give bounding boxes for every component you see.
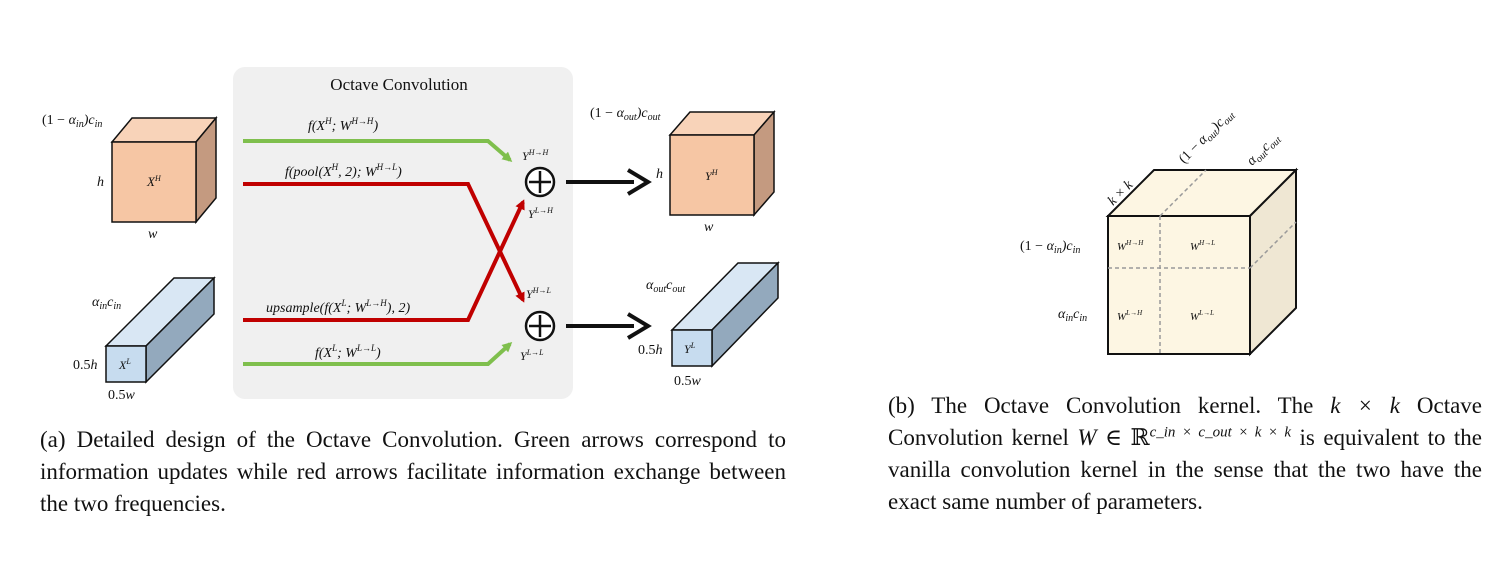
kernel-top-label-right: αoutcout	[1244, 130, 1284, 170]
output-low-width-label: 0.5w	[674, 374, 702, 389]
caption-b-part2: Octave Convolution kernel	[888, 393, 1483, 450]
input-high-cube	[110, 115, 218, 225]
kernel-top-label-left: (1 − αout)cout	[1176, 106, 1238, 168]
arrow-low-to-low	[243, 341, 513, 366]
input-low-width-label: 0.5w	[108, 388, 136, 403]
panel-b-diagram: WH→H WH→L WL→H WL→L (1 − αin)cin αincin …	[1020, 106, 1299, 357]
output-low-channel-label: αoutcout	[646, 278, 685, 295]
input-high-channel-label: (1 − αin)cin	[42, 113, 102, 130]
sum-top-node	[524, 166, 556, 198]
input-high-height-label: h	[97, 175, 104, 190]
octave-convolution-box	[233, 67, 573, 399]
sum-bottom-node	[524, 310, 556, 342]
output-high-channel-label: (1 − αout)cout	[590, 106, 661, 123]
input-low-channel-label: αincin	[92, 295, 121, 312]
output-high-cube	[668, 109, 776, 218]
kernel-side-label-bottom: αincin	[1058, 307, 1087, 324]
caption-b-part3: is equivalent to the vanilla convolution…	[888, 425, 1483, 514]
caption-panel-a: (a) Detailed design of the Octave Convol…	[40, 427, 786, 516]
input-high-width-label: w	[148, 227, 158, 242]
label-low-to-high: upsample(f(XL; WL→H), 2)	[266, 298, 410, 316]
arrow-high-to-low	[243, 182, 525, 303]
output-low-tensor-label: YL	[684, 341, 696, 356]
caption-b-part1: (b) The Octave Convolution kernel. The	[888, 393, 1314, 418]
arrowhead-output-high	[626, 168, 652, 196]
caption-b-sup: c_in × c_out × k × k	[1149, 424, 1292, 441]
output-high-height-label: h	[656, 167, 663, 182]
input-low-height-label: 0.5h	[73, 358, 98, 373]
output-low-cube	[670, 261, 780, 368]
caption-b-in: ∈ ℝ	[1105, 425, 1150, 450]
caption-b-kk: k × k	[1330, 393, 1400, 418]
output-high-width-label: w	[704, 220, 714, 235]
arrow-high-to-high	[243, 139, 513, 162]
label-high-to-low: f(pool(XH, 2); WH→L)	[285, 162, 402, 180]
panel-a-diagram: Octave Convolution (1 − αin)cin h w XH α…	[42, 67, 780, 403]
caption-b-W: W	[1077, 425, 1097, 450]
input-low-cube	[104, 276, 216, 384]
arrowhead-output-low	[626, 312, 652, 340]
kernel-side-label-top: (1 − αin)cin	[1020, 239, 1080, 256]
octave-convolution-title: Octave Convolution	[330, 75, 468, 94]
kernel-front-face	[1107, 215, 1251, 355]
caption-panel-b: (b) The Octave Convolution kernel. The k…	[888, 390, 1482, 518]
arrow-low-to-high	[243, 199, 525, 322]
output-low-height-label: 0.5h	[638, 343, 663, 358]
